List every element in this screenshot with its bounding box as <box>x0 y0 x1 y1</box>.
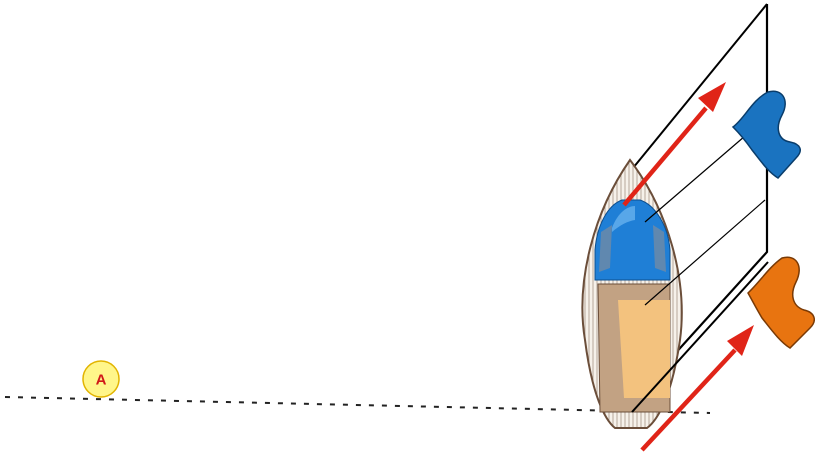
point-marker-label: A <box>96 372 107 389</box>
blue-flag <box>731 90 801 179</box>
red-arrow-upper <box>622 82 726 207</box>
connector-upper <box>644 129 753 223</box>
connector-lower <box>644 199 766 306</box>
upper-compartment <box>594 199 671 281</box>
red-arrow-lower <box>640 325 754 452</box>
point-marker-a: A <box>82 360 120 398</box>
plane-top-edge <box>632 3 768 169</box>
orange-flag <box>747 256 815 349</box>
bottom-diagonal <box>631 261 769 413</box>
dotted-path-line <box>4 396 711 414</box>
lower-compartment <box>597 283 671 413</box>
